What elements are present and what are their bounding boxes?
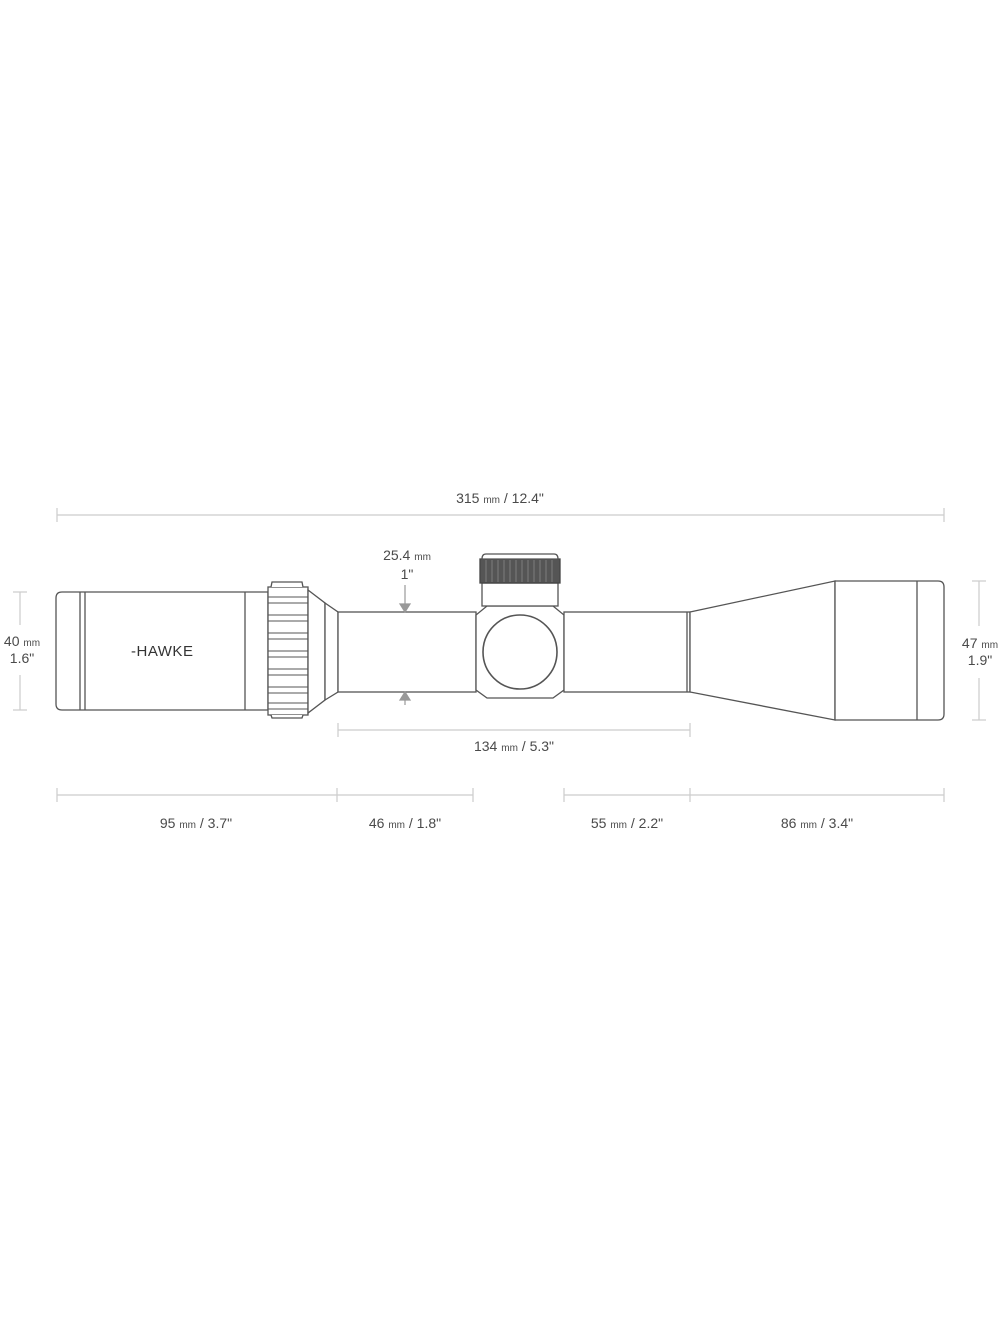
mounting-length-label: 134 mm / 5.3" xyxy=(473,738,555,754)
tube-diameter-label: 25.4 mm 1" xyxy=(383,547,431,582)
brand-logo: -HAWKE xyxy=(131,643,194,660)
main-tube-right xyxy=(563,611,691,693)
overall-length-label: 315 mm / 12.4" xyxy=(456,490,544,506)
segment-label-rear-tube: 46 mm / 1.8" xyxy=(368,815,442,831)
turret-knurl xyxy=(479,558,561,584)
main-tube-left xyxy=(337,611,477,693)
tube-diameter-arrows xyxy=(398,585,412,705)
segment-dimension-lines xyxy=(56,788,945,802)
objective-housing xyxy=(834,580,945,721)
eyepiece-diameter-dimension-line xyxy=(13,591,27,711)
segment-label-front-tube: 55 mm / 2.2" xyxy=(590,815,664,831)
eyepiece-diameter-label: 40 mm 1.6" xyxy=(3,633,41,666)
segment-label-objective: 86 mm / 3.4" xyxy=(780,815,854,831)
overall-length-dimension-line xyxy=(56,508,945,522)
eyepiece-taper xyxy=(307,588,326,715)
mounting-length-dimension-line xyxy=(337,723,691,737)
objective-diameter-dimension-line xyxy=(972,580,986,721)
turret-side-cap xyxy=(482,614,558,690)
objective-diameter-label: 47 mm 1.9" xyxy=(961,635,999,668)
turret-stem xyxy=(481,582,559,607)
scope-body xyxy=(55,553,945,721)
segment-label-eyepiece: 95 mm / 3.7" xyxy=(159,815,233,831)
objective-bell xyxy=(689,580,836,721)
eyepiece-housing xyxy=(55,591,269,711)
